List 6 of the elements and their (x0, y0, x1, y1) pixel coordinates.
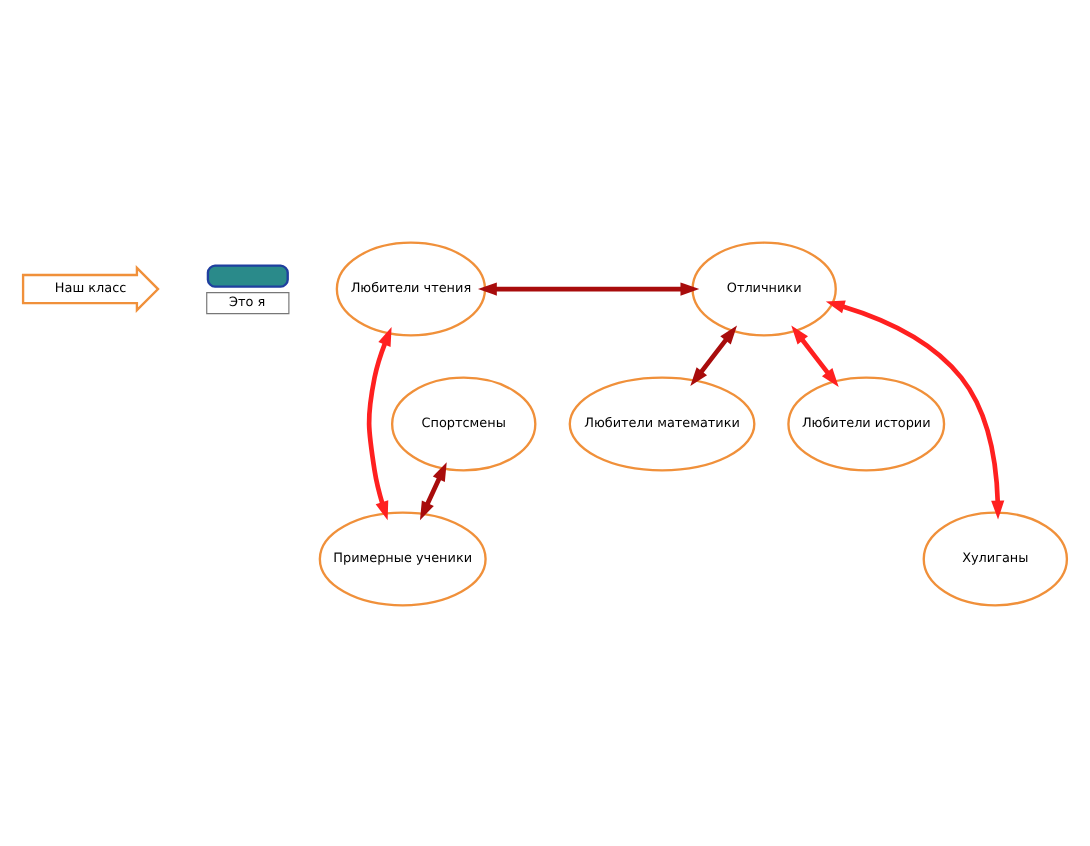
arrow (791, 324, 839, 387)
arrow (478, 281, 700, 295)
arrow (825, 299, 1005, 519)
arrow (690, 324, 738, 386)
arrow (419, 461, 447, 520)
arrow (366, 326, 392, 520)
